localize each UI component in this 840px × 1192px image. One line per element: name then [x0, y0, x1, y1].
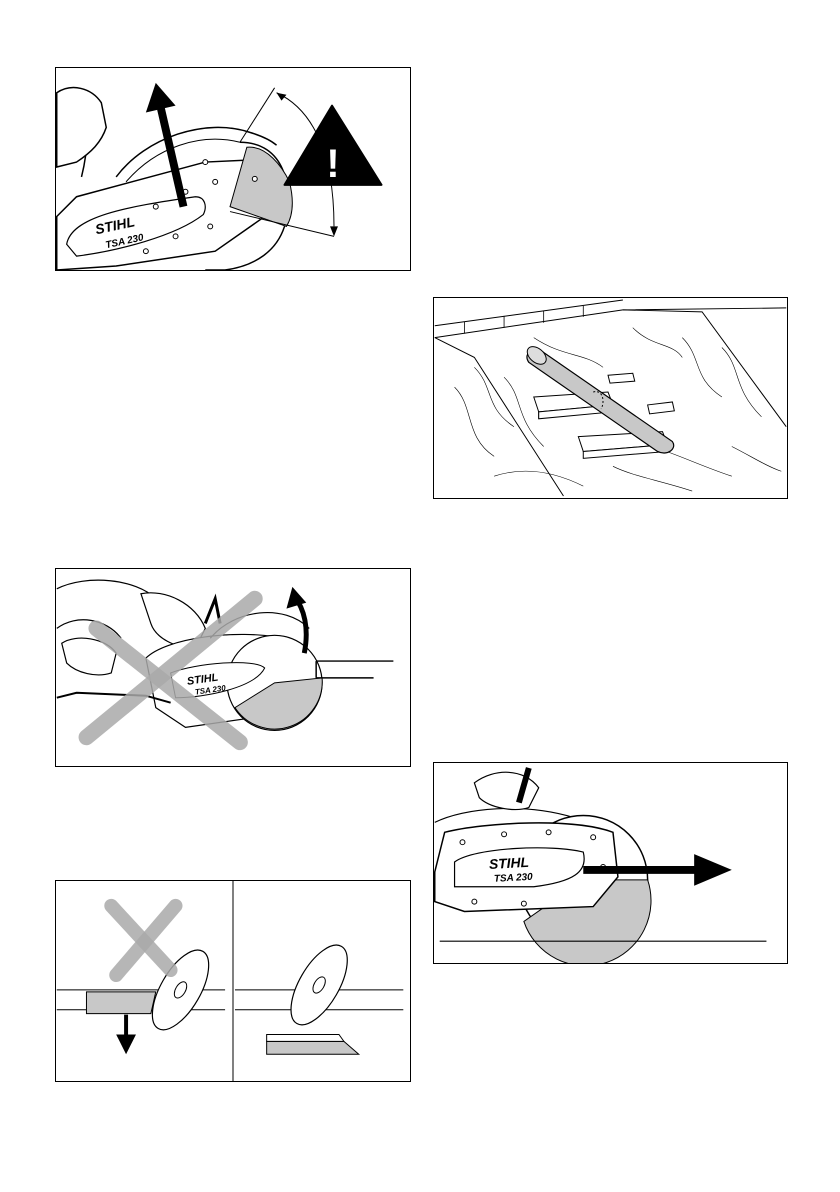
correct-side	[235, 936, 403, 1054]
kickback-illustration: STIHL TSA 230 !	[56, 68, 410, 270]
offcut-illustration	[56, 881, 410, 1081]
arm	[435, 808, 574, 822]
pull-cut-illustration: STIHL TSA 230	[434, 763, 787, 963]
figure-pull-cut: STIHL TSA 230	[433, 762, 788, 964]
curb-bricks	[464, 306, 583, 334]
brand-logo: STIHL	[489, 854, 530, 872]
wrong-side	[57, 906, 225, 1055]
model-label: TSA 230	[494, 872, 534, 885]
pull-arrow-head	[694, 854, 732, 886]
figure-wrong-grip: STIHL TSA 230	[55, 568, 411, 767]
figure-kickback-zone: STIHL TSA 230 !	[55, 67, 411, 271]
drop-arrow-head	[116, 1034, 136, 1054]
cutting-wheel-right	[280, 936, 359, 1033]
trench-curb	[435, 300, 623, 326]
figure-offcut	[55, 880, 411, 1082]
rotation-arrow-head	[286, 587, 306, 609]
trench-edge-top	[435, 308, 786, 338]
cut-piece	[267, 1041, 359, 1054]
trench-wall-right	[623, 310, 786, 427]
pipe-illustration	[434, 298, 787, 498]
wrong-grip-illustration: STIHL TSA 230	[56, 569, 410, 766]
cut-piece-top	[267, 1034, 344, 1041]
lift-arrow-head	[146, 83, 176, 113]
figure-pipe-support	[433, 297, 788, 499]
gloved-hand	[57, 88, 107, 167]
angle-arrow-bottom	[330, 226, 338, 236]
warning-exclamation: !	[326, 142, 339, 186]
falling-piece	[86, 992, 155, 1014]
workpiece	[316, 661, 393, 678]
